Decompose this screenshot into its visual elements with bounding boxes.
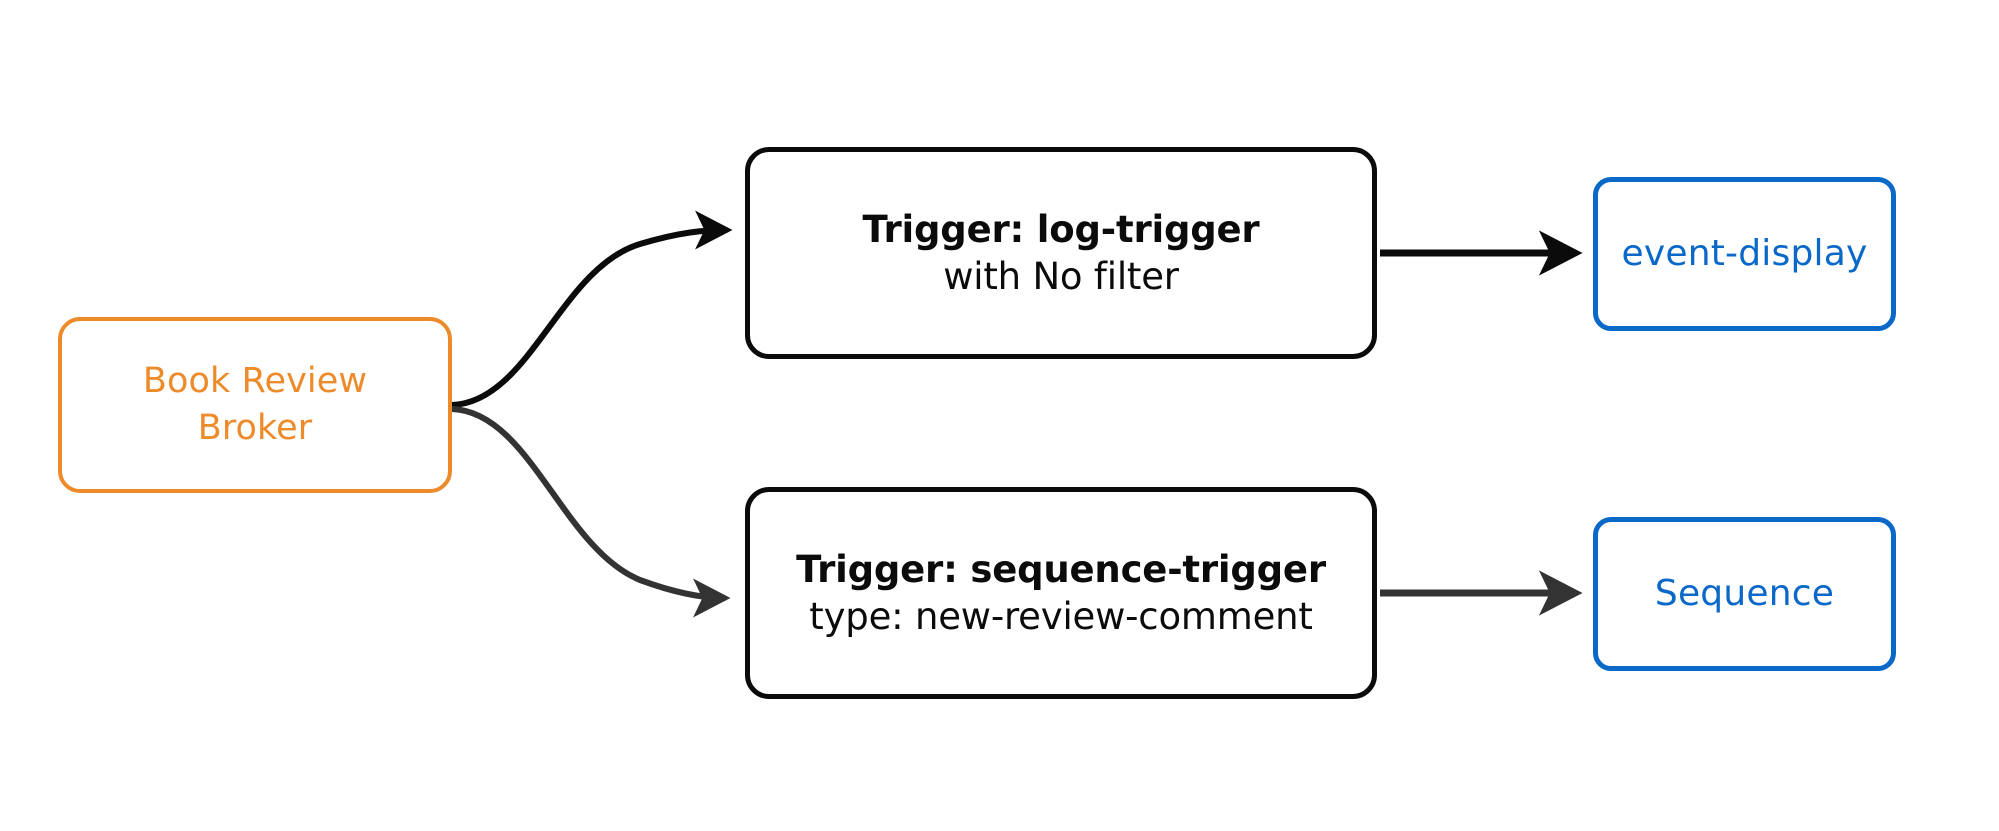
node-sink-event-display[interactable]: event-display (1593, 177, 1896, 331)
edge-broker-to-log-trigger (449, 210, 733, 408)
edge-broker-to-sequence-trigger (449, 406, 731, 618)
trigger-subtitle: with No filter (943, 255, 1179, 298)
broker-label-line-2: Broker (197, 408, 313, 448)
node-trigger-sequence-trigger[interactable]: Trigger: sequence-trigger type: new-revi… (745, 487, 1377, 699)
node-book-review-broker[interactable]: Book Review Broker (58, 317, 452, 493)
node-trigger-log-trigger[interactable]: Trigger: log-trigger with No filter (745, 147, 1377, 359)
trigger-title: Trigger: log-trigger (862, 207, 1260, 251)
trigger-title: Trigger: sequence-trigger (796, 547, 1326, 591)
node-sink-sequence[interactable]: Sequence (1593, 517, 1896, 671)
sink-label: Sequence (1654, 573, 1835, 615)
broker-label-line-1: Book Review (142, 361, 368, 402)
sink-label: event-display (1621, 233, 1868, 275)
trigger-subtitle: type: new-review-comment (809, 595, 1313, 638)
